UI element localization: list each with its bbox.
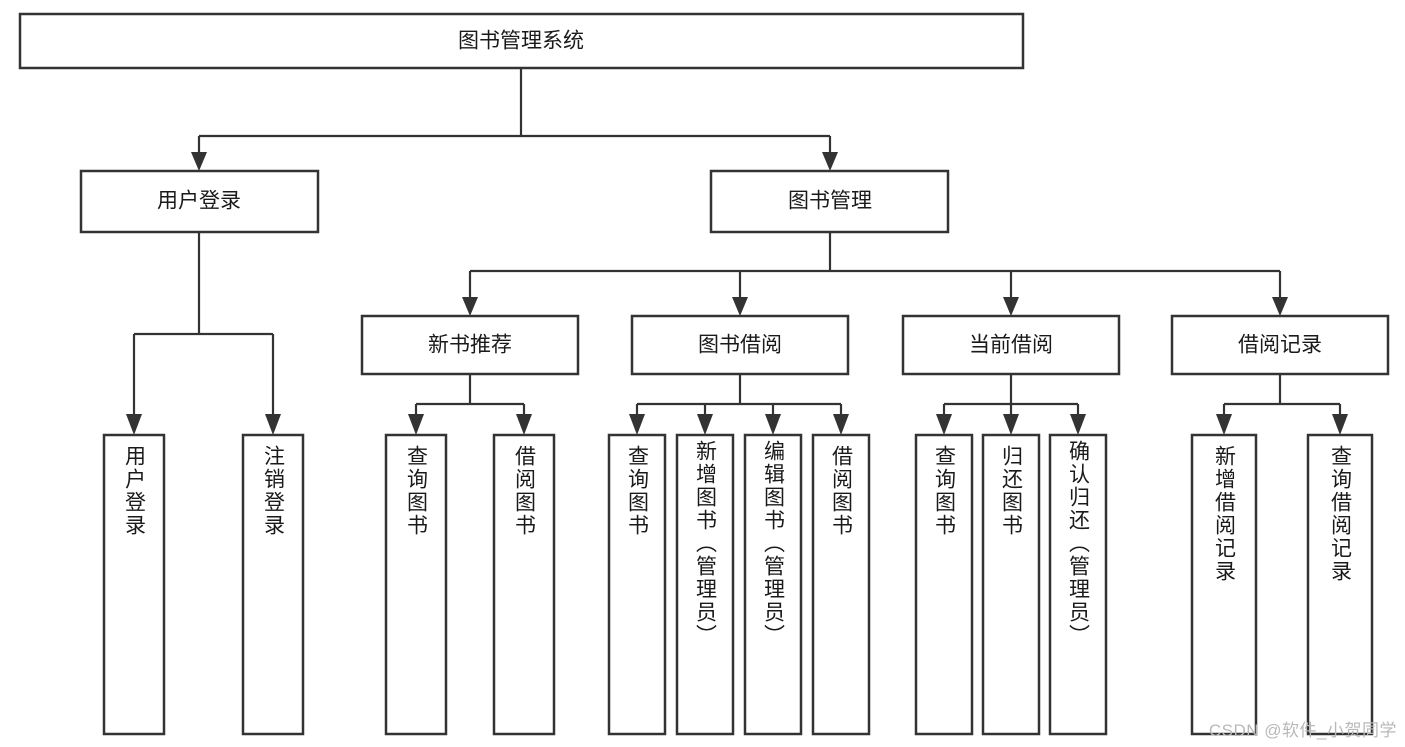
node-current-borrow[interactable]: 当前借阅 <box>901 314 1121 376</box>
watermark-text: CSDN @软件_小贺同学 <box>1208 721 1397 740</box>
node-book-borrow[interactable]: 图书借阅 <box>630 314 850 376</box>
arrow-userlogin-leaf-1 <box>126 414 142 435</box>
leaf-box-book-borrow-4[interactable] <box>811 433 871 736</box>
arrow-newbook-leaf-2 <box>516 414 532 435</box>
leaf-box-book-borrow-3[interactable] <box>743 433 803 736</box>
node-borrow-record-box[interactable] <box>1170 314 1390 376</box>
node-root[interactable]: 图书管理系统 <box>18 12 1025 70</box>
node-user-login-box[interactable] <box>79 169 320 234</box>
arrow-to-currentborrow <box>1003 297 1019 316</box>
arrow-to-bookmgmt <box>822 152 838 171</box>
arrow-bookborrow-leaf-1 <box>629 414 645 435</box>
arrow-bookborrow-leaf-3 <box>765 414 781 435</box>
leaf-box-book-borrow-2[interactable] <box>675 433 735 736</box>
arrow-userlogin-leaf-2 <box>265 414 281 435</box>
leaf-box-book-borrow-1[interactable] <box>607 433 667 736</box>
node-borrow-record-label: 借阅记录 <box>1238 334 1322 357</box>
leaf-box-borrow-record-1[interactable] <box>1190 433 1258 736</box>
leaf-box-current-borrow-3[interactable] <box>1048 433 1108 736</box>
arrow-currentborrow-leaf-1 <box>936 414 952 435</box>
node-root-label: 图书管理系统 <box>458 30 584 53</box>
arrow-to-newbook <box>462 297 478 316</box>
arrow-to-userlogin <box>191 152 207 171</box>
node-new-book-recommend-box[interactable] <box>360 314 580 376</box>
arrow-newbook-leaf-1 <box>408 414 424 435</box>
node-book-management[interactable]: 图书管理 <box>709 169 950 234</box>
leaf-box-user-login-1[interactable] <box>102 433 166 736</box>
node-book-management-box[interactable] <box>709 169 950 234</box>
node-borrow-record[interactable]: 借阅记录 <box>1170 314 1390 376</box>
leaf-box-user-login-2[interactable] <box>241 433 305 736</box>
arrow-borrowrecord-leaf-1 <box>1216 414 1232 435</box>
leaf-boxes-group <box>102 433 1374 736</box>
arrow-currentborrow-leaf-2 <box>1003 414 1019 435</box>
node-book-borrow-box[interactable] <box>630 314 850 376</box>
leaf-box-current-borrow-1[interactable] <box>914 433 974 736</box>
connectors-group <box>126 68 1348 435</box>
arrow-borrowrecord-leaf-2 <box>1332 414 1348 435</box>
node-new-book-recommend[interactable]: 新书推荐 <box>360 314 580 376</box>
node-user-login-label: 用户登录 <box>157 190 241 213</box>
leaf-box-new-book-2[interactable] <box>492 433 556 736</box>
arrow-to-borrowrecord <box>1272 297 1288 316</box>
node-root-box[interactable] <box>18 12 1025 70</box>
node-current-borrow-label: 当前借阅 <box>969 334 1053 357</box>
leaf-box-borrow-record-2[interactable] <box>1306 433 1374 736</box>
leaf-box-current-borrow-2[interactable] <box>981 433 1041 736</box>
arrow-currentborrow-leaf-3 <box>1070 414 1086 435</box>
arrow-bookborrow-leaf-2 <box>697 414 713 435</box>
leaf-box-new-book-1[interactable] <box>384 433 448 736</box>
node-new-book-recommend-label: 新书推荐 <box>428 334 512 357</box>
node-book-borrow-label: 图书借阅 <box>698 334 782 357</box>
arrow-to-bookborrow <box>732 297 748 316</box>
node-book-management-label: 图书管理 <box>788 190 872 213</box>
node-user-login[interactable]: 用户登录 <box>79 169 320 234</box>
node-current-borrow-box[interactable] <box>901 314 1121 376</box>
arrow-bookborrow-leaf-4 <box>833 414 849 435</box>
